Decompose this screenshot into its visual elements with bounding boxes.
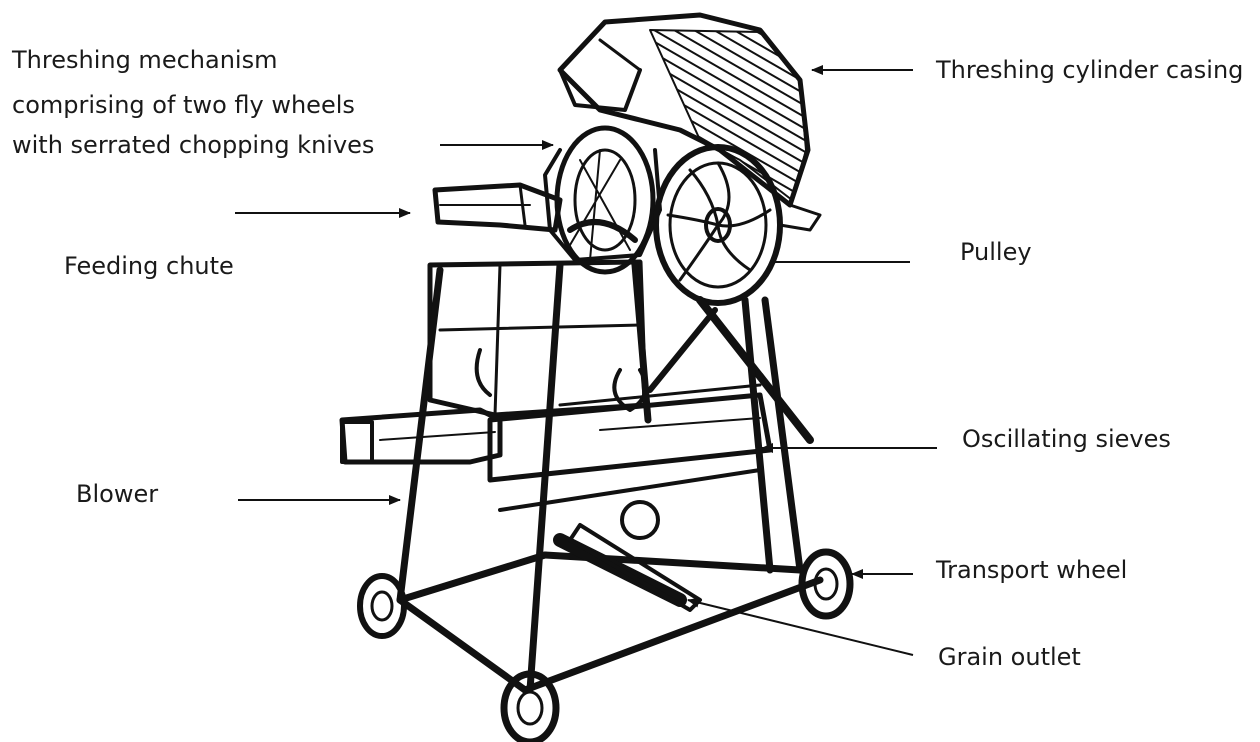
grain-outlet-leader xyxy=(688,600,913,655)
feeding-chute-drawing xyxy=(435,185,560,230)
label-transport-wheel: Transport wheel xyxy=(936,552,1127,589)
label-oscillating-sieves: Oscillating sieves xyxy=(962,421,1171,458)
label-feeding-chute: Feeding chute xyxy=(64,248,234,285)
label-threshing-mechanism-line3: with serrated chopping knives xyxy=(12,127,374,164)
wheels-drawing xyxy=(360,552,850,742)
label-grain-outlet: Grain outlet xyxy=(938,639,1081,676)
casing-drawing xyxy=(560,15,820,230)
label-threshing-mechanism-line2: comprising of two fly wheels xyxy=(12,87,355,124)
body-drawing xyxy=(430,262,646,415)
label-threshing-cylinder-casing: Threshing cylinder casing xyxy=(936,52,1243,89)
label-threshing-mechanism-line1: Threshing mechanism xyxy=(12,42,277,79)
pulley-drawing xyxy=(656,147,780,303)
label-pulley: Pulley xyxy=(960,234,1032,271)
label-blower: Blower xyxy=(76,476,158,513)
